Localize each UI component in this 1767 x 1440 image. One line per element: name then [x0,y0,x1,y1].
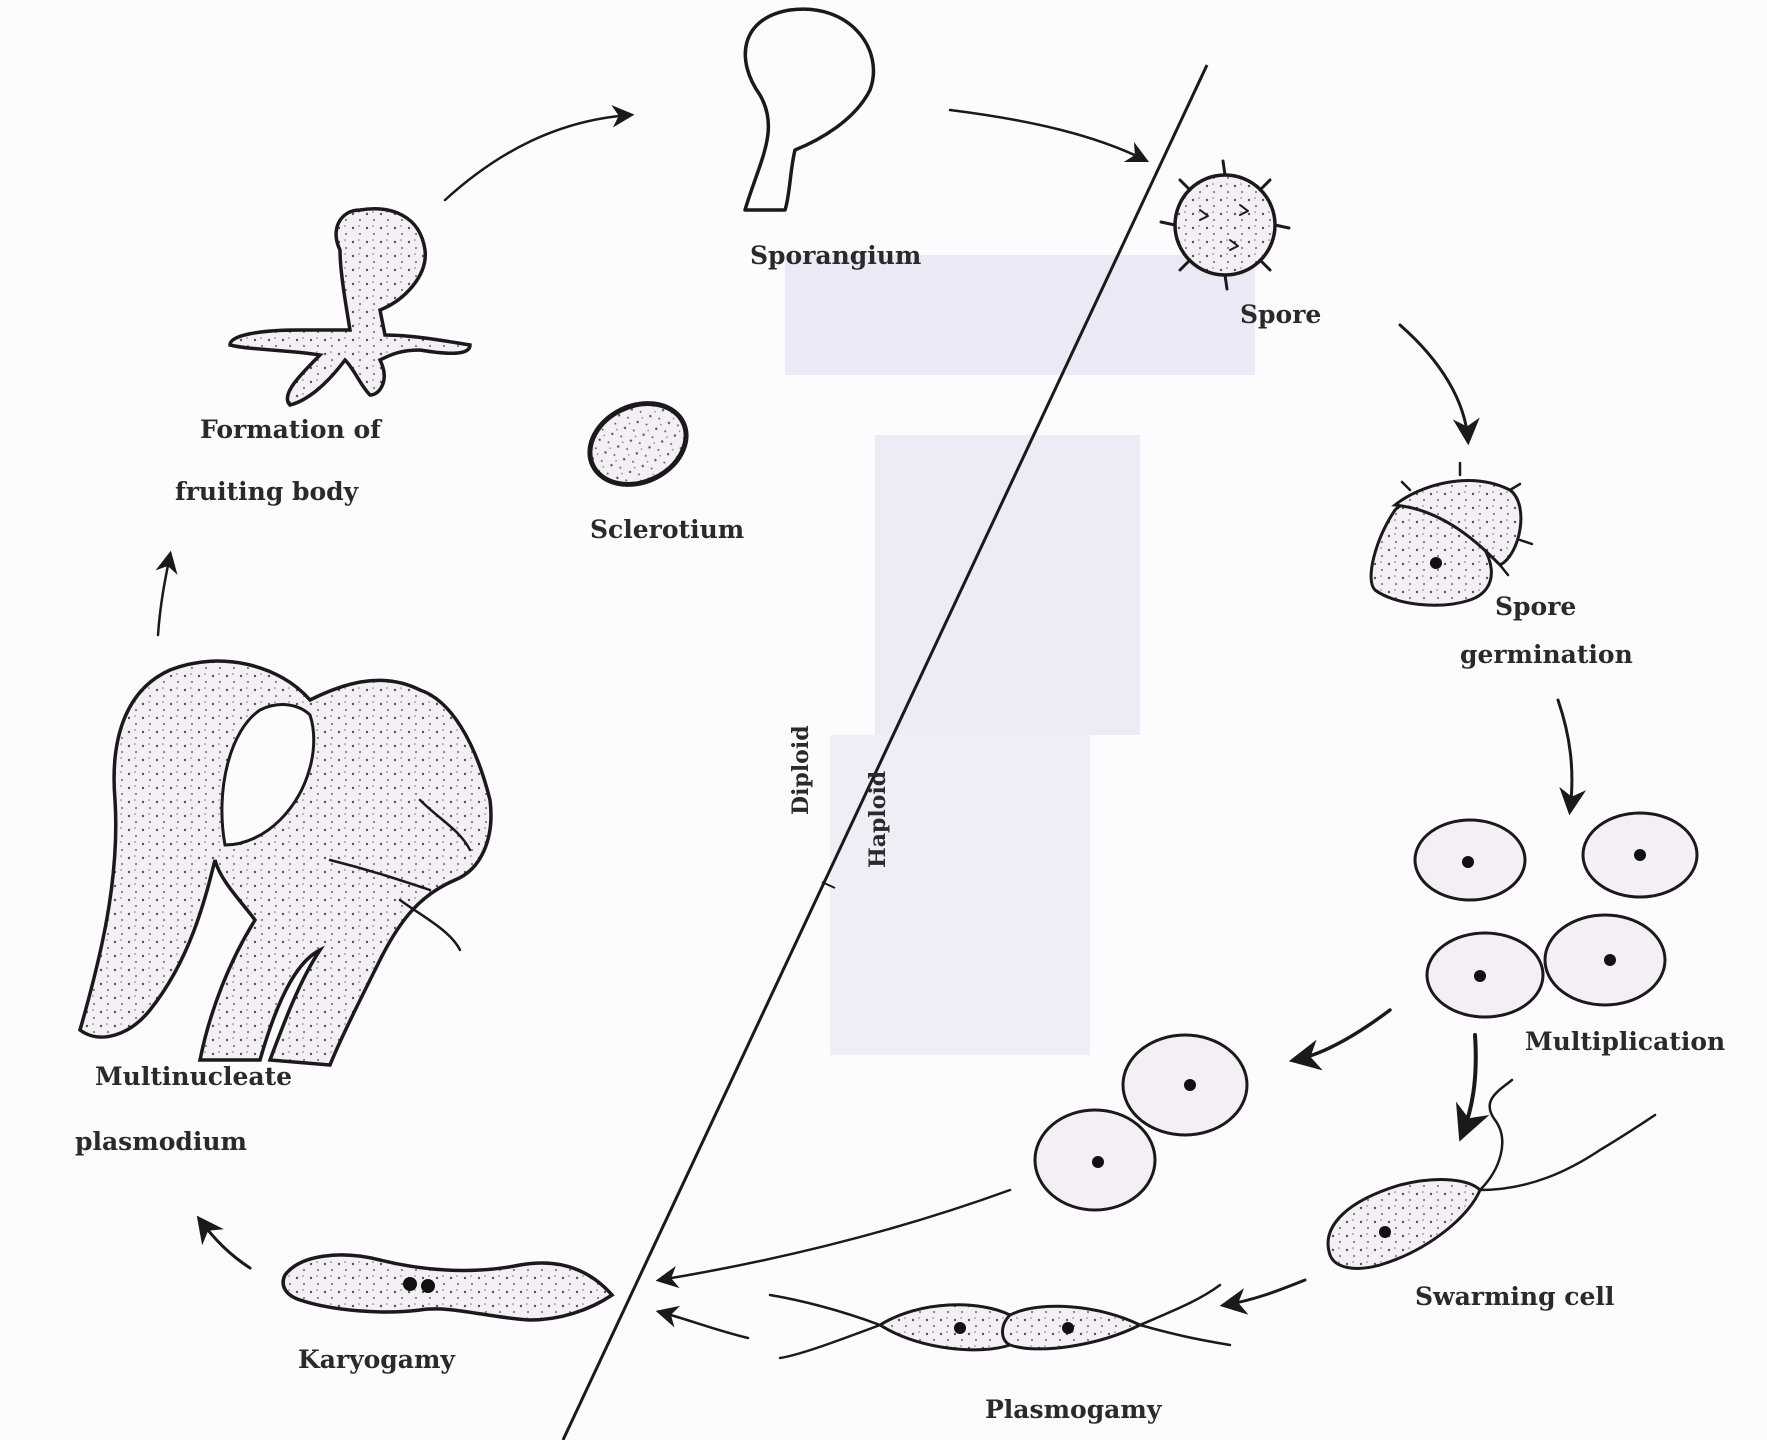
label-swarming-cell: Swarming cell [1415,1282,1614,1311]
label-multinucleate-line1: Multinucleate [95,1062,292,1091]
sclerotium-illustration [577,388,700,499]
label-fruiting-line2: fruiting body [175,477,360,506]
label-karyogamy: Karyogamy [298,1345,456,1374]
sporangium-illustration [745,9,873,210]
arrow-sporangium-to-spore [950,110,1145,160]
arrow-multiplication-to-swarming [1462,1035,1476,1135]
arrow-fruiting-to-sporangium [445,115,630,200]
karyogamy-illustration [283,1255,612,1320]
arrow-germination-to-multiplication [1558,700,1572,810]
background-shade-top [785,255,1255,375]
arrow-swarming-to-plasmogamy [1225,1280,1305,1305]
arrow-pair-to-karyogamy [660,1190,1010,1280]
label-haploid: Haploid [865,771,891,868]
label-multiplication: Multiplication [1525,1027,1725,1056]
label-sclerotium: Sclerotium [590,515,744,544]
arrow-spore-to-germination [1400,325,1468,440]
label-plasmogamy: Plasmogamy [985,1395,1163,1424]
arrow-plasmogamy-to-karyogamy [660,1312,748,1338]
label-spore-germination-line1: Spore [1495,592,1576,621]
label-spore-germination-line2: germination [1460,640,1633,669]
plasmodium-illustration [80,661,491,1065]
fruiting-body-illustration [230,209,470,405]
label-fruiting-line1: Formation of [200,415,383,444]
plasmogamy-illustration [770,1285,1230,1358]
arrow-karyogamy-to-plasmodium [200,1220,250,1268]
label-spore: Spore [1240,300,1321,329]
swarming-cell-illustration [1328,1080,1655,1268]
label-diploid: Diploid [788,725,814,815]
spore-illustration [1161,161,1289,289]
arrow-multiplication-to-pair [1295,1010,1390,1060]
label-multinucleate-line2: plasmodium [75,1127,247,1156]
arrow-plasmodium-to-fruiting [158,555,170,635]
label-sporangium: Sporangium [750,241,921,270]
spore-germination-illustration [1371,463,1532,605]
